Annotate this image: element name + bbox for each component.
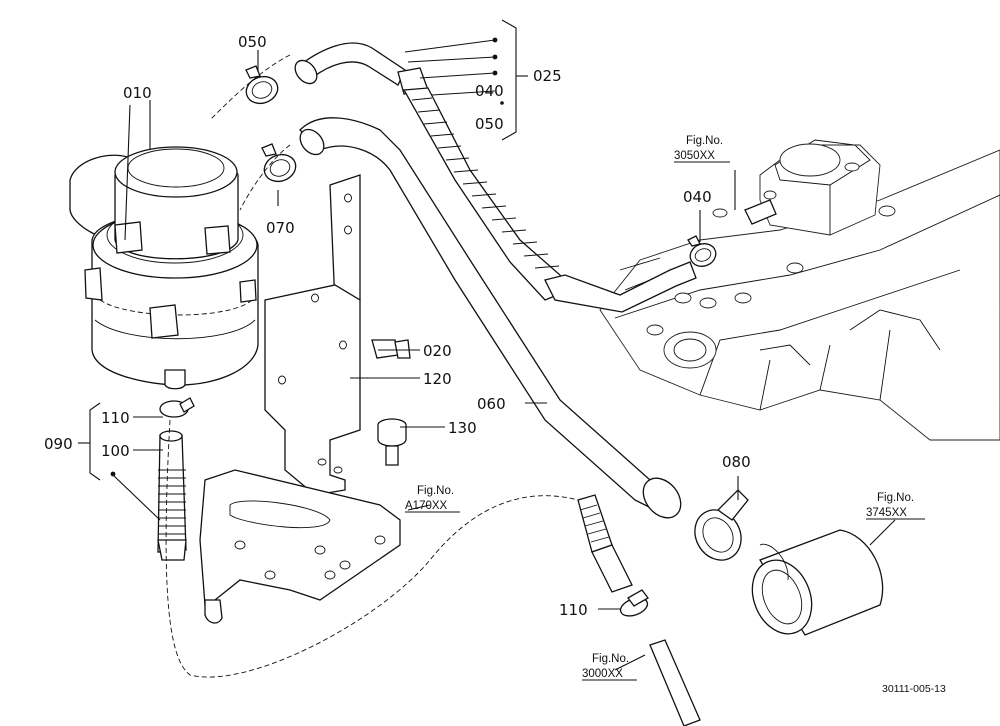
label-040-clamp-engine: 040 bbox=[683, 188, 712, 206]
clamp-110-upper bbox=[159, 397, 195, 418]
figref-3745-line1: Fig.No. bbox=[877, 492, 914, 504]
clamp-070 bbox=[261, 143, 297, 183]
diagram-code: 30111-005-13 bbox=[882, 683, 946, 695]
bolt-130 bbox=[377, 418, 407, 466]
hose-025 bbox=[294, 42, 697, 313]
label-010-separator: 010 bbox=[123, 84, 152, 102]
figref-3745-line2: 3745XX bbox=[866, 507, 907, 519]
label-110-clamp-upper: 110 bbox=[101, 409, 130, 427]
group-bracket-090 bbox=[78, 402, 116, 481]
label-050-clamp: 050 bbox=[238, 33, 267, 51]
pipe-3745 bbox=[751, 529, 884, 636]
label-130-bolt: 130 bbox=[448, 419, 477, 437]
label-040-clamp: 040 bbox=[475, 82, 504, 100]
bracket-120 bbox=[264, 174, 361, 496]
figref-3000: Fig.No. 3000XX bbox=[582, 653, 637, 681]
clamp-080 bbox=[694, 489, 749, 561]
label-090-drain-set: 090 bbox=[44, 435, 73, 453]
figref-a170-line1: Fig.No. bbox=[417, 485, 454, 497]
figref-3050: Fig.No. 3050XX bbox=[674, 135, 730, 163]
label-020-bolt: 020 bbox=[423, 342, 452, 360]
clamp-110-lower bbox=[619, 589, 649, 617]
clamp-050 bbox=[245, 65, 279, 105]
label-080-clamp: 080 bbox=[722, 453, 751, 471]
engine-block bbox=[599, 139, 1000, 441]
figref-3050-line2: 3050XX bbox=[674, 150, 715, 162]
figref-3000-line1: Fig.No. bbox=[592, 653, 629, 665]
drain-pipe-100 bbox=[157, 430, 187, 561]
label-120-bracket: 120 bbox=[423, 370, 452, 388]
figref-a170: Fig.No. A170XX bbox=[405, 485, 460, 513]
figref-3000-line2: 3000XX bbox=[582, 668, 623, 680]
separator-010 bbox=[69, 146, 259, 390]
tube-3000 bbox=[577, 494, 701, 726]
hose-060 bbox=[299, 117, 682, 519]
label-100-pipe: 100 bbox=[101, 442, 130, 460]
figref-3745: Fig.No. 3745XX bbox=[866, 492, 925, 520]
figref-3050-line1: Fig.No. bbox=[686, 135, 723, 147]
label-110-clamp-lower: 110 bbox=[559, 601, 588, 619]
label-050-clamp-set: 050 bbox=[475, 115, 504, 133]
label-060-hose: 060 bbox=[477, 395, 506, 413]
group-bracket-025 bbox=[492, 19, 528, 141]
label-025-hose-set: 025 bbox=[533, 67, 562, 85]
plate-a170 bbox=[199, 469, 401, 624]
leader-lines bbox=[112, 39, 896, 678]
figref-a170-line2: A170XX bbox=[405, 500, 448, 512]
label-070-clamp: 070 bbox=[266, 219, 295, 237]
clamp-040 bbox=[687, 235, 717, 267]
bolt-020 bbox=[371, 339, 411, 359]
